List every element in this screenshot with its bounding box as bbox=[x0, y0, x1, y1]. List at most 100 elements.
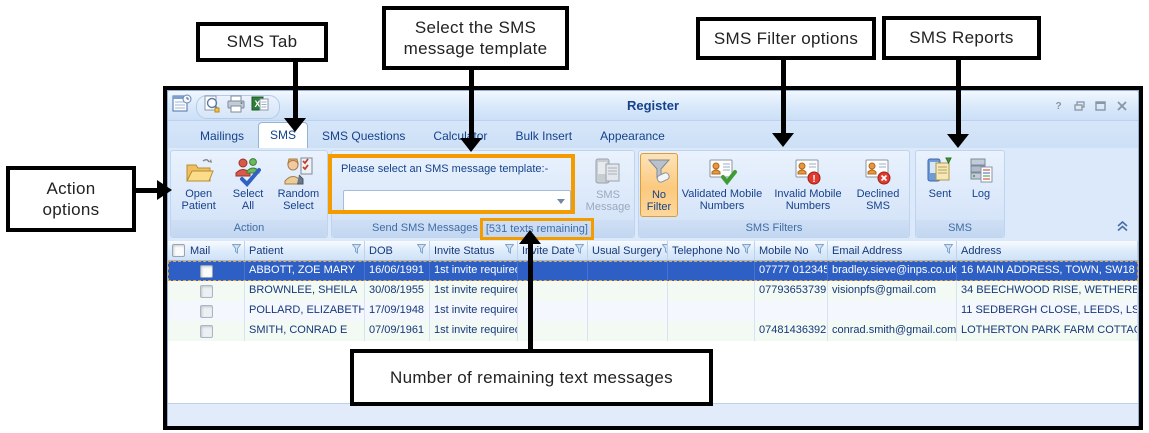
invalid-mobile-numbers-button[interactable]: ! Invalid Mobile Numbers bbox=[766, 153, 850, 217]
column-header-dob[interactable]: DOB bbox=[365, 241, 430, 260]
tab-mailings[interactable]: Mailings bbox=[200, 129, 245, 143]
cell-email: visionpfs@gmail.com bbox=[828, 281, 957, 301]
filter-icon[interactable] bbox=[351, 244, 362, 257]
column-header-label: Mail bbox=[190, 244, 211, 257]
sms-group-caption: SMS bbox=[916, 220, 1004, 237]
filter-icon[interactable] bbox=[814, 244, 825, 257]
ribbon: Open Patient Select All Ra bbox=[168, 148, 1138, 240]
column-header-label: Invite Status bbox=[434, 244, 495, 257]
row-checkbox[interactable] bbox=[199, 264, 213, 278]
column-header-mail[interactable]: Mail bbox=[168, 241, 245, 260]
cell-dob: 16/06/1991 bbox=[365, 261, 430, 281]
validated-mobile-numbers-button[interactable]: Validated Mobile Numbers bbox=[678, 153, 766, 217]
sms-message-button[interactable]: SMS Message bbox=[582, 154, 634, 218]
select-all-button[interactable]: Select All bbox=[225, 153, 270, 217]
callout-sms-filters: SMS Filter options bbox=[696, 17, 876, 60]
svg-text:?: ? bbox=[1055, 101, 1061, 111]
sent-button[interactable]: Sent bbox=[919, 153, 961, 217]
help-icon[interactable]: ? bbox=[1052, 100, 1065, 111]
sent-icon bbox=[924, 155, 956, 187]
column-header-invite-date[interactable]: Invite Date bbox=[518, 241, 588, 260]
cell-mobile-no: 07793653739 bbox=[755, 281, 828, 301]
column-header-patient[interactable]: Patient bbox=[245, 241, 365, 260]
sent-label: Sent bbox=[928, 188, 952, 200]
cell-invite-status: 1st invite required bbox=[430, 261, 518, 281]
callout-line bbox=[528, 244, 533, 349]
cell-mobile-no bbox=[755, 301, 828, 321]
declined-sms-button[interactable]: Declined SMS bbox=[850, 153, 906, 217]
cell-usual-surgery bbox=[588, 281, 668, 301]
ribbon-group-sms: Sent Log SMS bbox=[915, 150, 1005, 238]
cell-email bbox=[828, 301, 957, 321]
collapse-ribbon-icon[interactable] bbox=[1115, 219, 1130, 237]
column-header-label: Invite Date bbox=[522, 244, 575, 257]
column-header-email-address[interactable]: Email Address bbox=[828, 241, 957, 260]
declined-sms-label: Declined SMS bbox=[856, 188, 900, 213]
tab-appearance[interactable]: Appearance bbox=[600, 129, 665, 143]
column-header-usual-surgery[interactable]: Usual Surgery bbox=[588, 241, 668, 260]
column-header-mobile-no[interactable]: Mobile No bbox=[755, 241, 828, 260]
send-group-caption: Send SMS Messages [531 texts remaining] bbox=[332, 217, 634, 240]
column-header-label: DOB bbox=[369, 244, 393, 257]
register-form-icon[interactable] bbox=[172, 94, 192, 119]
cell-patient: ABBOTT, ZOE MARY bbox=[245, 261, 365, 281]
callout-line bbox=[136, 188, 158, 193]
filter-icon[interactable] bbox=[661, 244, 667, 257]
filter-icon[interactable] bbox=[416, 244, 427, 257]
title-bar[interactable]: X Register ? bbox=[168, 91, 1138, 121]
column-header-invite-status[interactable]: Invite Status bbox=[430, 241, 518, 260]
cell-invite-date bbox=[518, 261, 588, 281]
declined-sms-icon bbox=[862, 155, 894, 187]
window-controls: ? bbox=[1052, 100, 1128, 111]
template-label: Please select an SMS message template:- bbox=[341, 163, 549, 175]
no-filter-label: No Filter bbox=[646, 189, 672, 214]
filter-icon[interactable] bbox=[574, 244, 585, 257]
random-select-button[interactable]: Random Select bbox=[271, 153, 326, 217]
column-header-telephone-no[interactable]: Telephone No bbox=[668, 241, 755, 260]
filter-icon[interactable] bbox=[943, 244, 954, 257]
row-checkbox[interactable] bbox=[199, 284, 213, 298]
validated-mobile-icon bbox=[706, 155, 738, 187]
column-header-label: Telephone No bbox=[672, 244, 740, 257]
arrowhead-right bbox=[157, 180, 172, 200]
tab-sms-questions[interactable]: SMS Questions bbox=[322, 129, 406, 143]
callout-line bbox=[956, 60, 961, 134]
restore-icon[interactable] bbox=[1073, 100, 1086, 111]
print-preview-icon[interactable] bbox=[203, 95, 221, 118]
export-excel-icon[interactable]: X bbox=[251, 95, 269, 118]
filter-icon[interactable] bbox=[231, 244, 242, 257]
cell-email: bradley.sieve@inps.co.uk bbox=[828, 261, 957, 281]
column-header-label: Usual Surgery bbox=[592, 244, 662, 257]
log-label: Log bbox=[971, 188, 991, 200]
cell-dob: 17/09/1948 bbox=[365, 301, 430, 321]
cell-mail bbox=[168, 321, 245, 341]
arrowhead-down bbox=[947, 134, 969, 148]
sms-message-icon bbox=[592, 156, 624, 188]
no-filter-button[interactable]: No Filter bbox=[640, 153, 678, 217]
row-checkbox[interactable] bbox=[199, 304, 213, 318]
cell-telephone-no bbox=[668, 321, 755, 341]
column-header-address[interactable]: Address bbox=[957, 241, 1138, 260]
select-all-icon bbox=[232, 155, 264, 187]
template-combobox[interactable] bbox=[343, 190, 571, 211]
close-icon[interactable] bbox=[1115, 100, 1128, 111]
filter-icon[interactable] bbox=[504, 244, 515, 257]
tab-bulk-insert[interactable]: Bulk Insert bbox=[515, 129, 573, 143]
open-patient-button[interactable]: Open Patient bbox=[172, 153, 225, 217]
sms-message-label: SMS Message bbox=[585, 189, 631, 214]
arrowhead-down bbox=[460, 138, 482, 152]
filter-icon[interactable] bbox=[741, 244, 752, 257]
maximize-icon[interactable] bbox=[1094, 100, 1107, 111]
callout-template: Select the SMS message template bbox=[382, 6, 569, 70]
open-patient-label: Open Patient bbox=[181, 188, 216, 213]
toolbar-pill: X bbox=[196, 94, 280, 119]
select-all-checkbox[interactable] bbox=[172, 244, 185, 257]
row-checkbox[interactable] bbox=[199, 324, 213, 338]
log-button[interactable]: Log bbox=[961, 153, 1001, 217]
print-icon[interactable] bbox=[227, 95, 245, 118]
